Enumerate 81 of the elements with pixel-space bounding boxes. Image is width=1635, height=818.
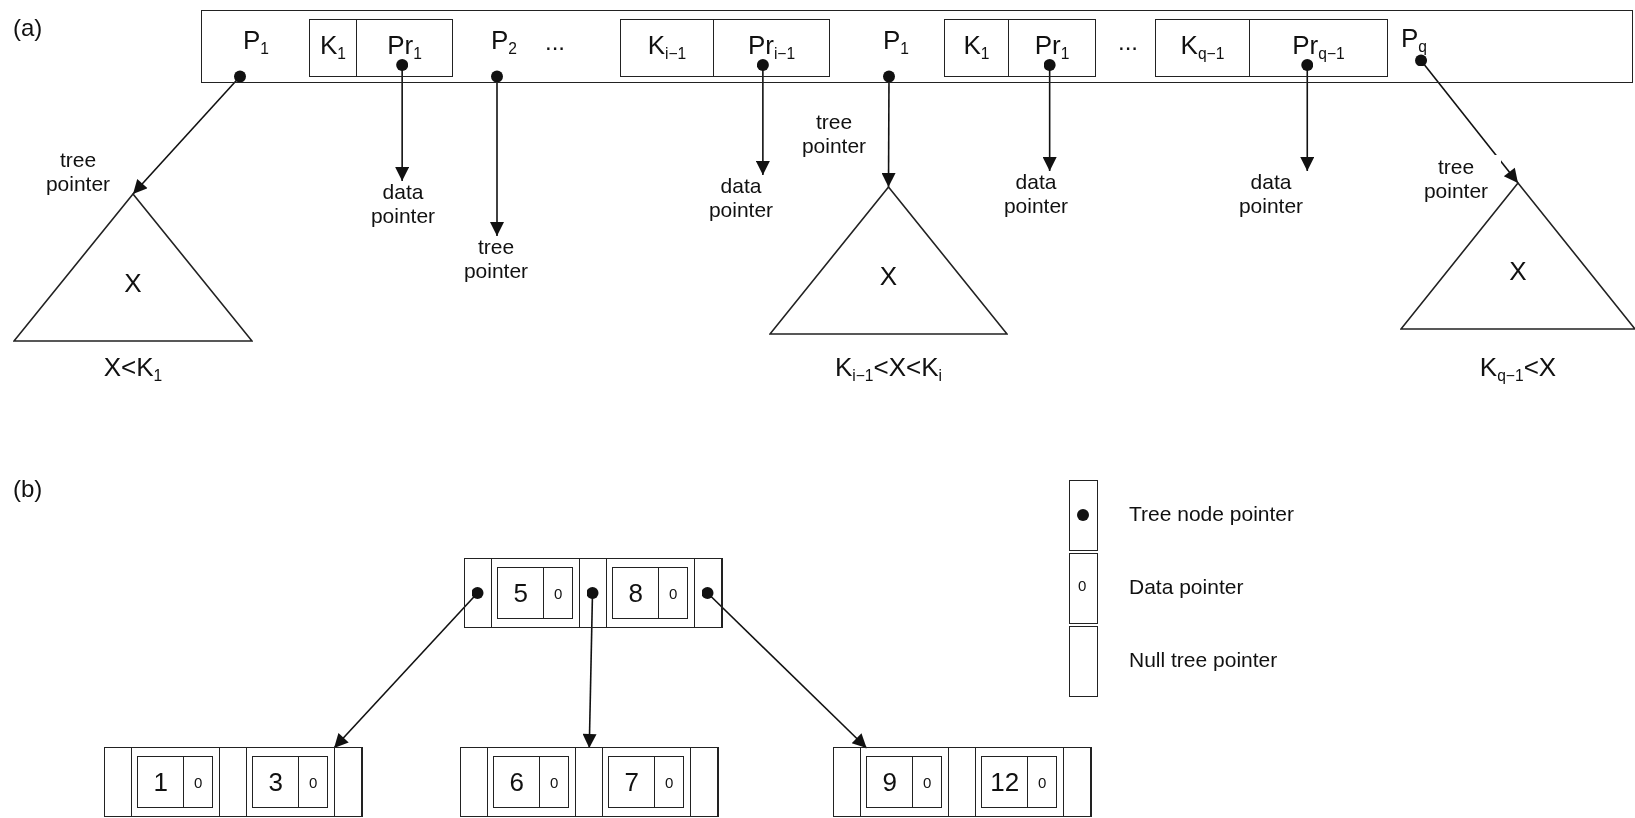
pointer-caption: data pointer: [991, 170, 1081, 218]
pointer-caption: data pointer: [696, 174, 786, 222]
variable-label: X: [879, 260, 898, 292]
arrow: [881, 70, 896, 188]
key-data-pair: [493, 756, 569, 808]
field-cell: Pr$_{i−1}$: [713, 19, 830, 77]
key-value: 1: [152, 765, 169, 799]
pointer-cell: [218, 748, 247, 816]
data-pointer-mark: 0: [654, 757, 683, 807]
data-pointer-mark: 0: [543, 568, 572, 618]
record-box: [201, 10, 1633, 83]
arrow: [755, 59, 770, 176]
data-pointer-mark: 0: [1027, 757, 1056, 807]
ellipsis: ...: [1118, 28, 1138, 56]
variable-label: X: [124, 267, 142, 299]
tree-node-box: [460, 747, 719, 817]
arrow: [582, 587, 599, 749]
pointer-cell: [693, 559, 722, 627]
panel-label: (a): [13, 14, 43, 42]
panel-label: (b): [13, 475, 43, 503]
key-value: 3: [267, 765, 284, 799]
legend-text: Null tree pointer: [1129, 648, 1278, 672]
range-caption: K$_{i−1}$<X<K$_{i}$: [834, 352, 943, 386]
pointer-label: P$_{q}$: [1401, 23, 1428, 63]
field-cell: K$_{1}$: [944, 19, 1009, 77]
range-caption: K$_{q−1}$<X: [1479, 352, 1557, 386]
pointer-caption: data pointer: [1226, 170, 1316, 218]
data-pointer-mark: 0: [658, 568, 687, 618]
data-pointer-mark: 0: [539, 757, 568, 807]
field-cell: Pr$_{1}$: [356, 19, 453, 77]
data-pointer-mark: 0: [912, 757, 941, 807]
pointer-cell: [578, 559, 607, 627]
pointer-caption: tree pointer: [451, 235, 541, 283]
key-value: 8: [627, 576, 644, 610]
pointer-cell: [333, 748, 362, 816]
ellipsis: ...: [545, 28, 565, 56]
pointer-cell: [947, 748, 976, 816]
pointer-cell: [574, 748, 603, 816]
pointer-label: P$_{1}$: [243, 25, 270, 65]
key-data-pair: [137, 756, 213, 808]
tree-node-box: [464, 558, 723, 628]
arrow: [333, 587, 484, 749]
field-cell: K$_{1}$: [309, 19, 357, 77]
key-value: 7: [623, 765, 640, 799]
key-value: 12: [989, 765, 1021, 799]
field-cell: Pr$_{q−1}$: [1249, 19, 1388, 77]
arrow: [490, 70, 504, 237]
arrow: [1300, 59, 1315, 172]
key-data-pair: [497, 567, 573, 619]
key-data-pair: [608, 756, 684, 808]
key-data-pair: [981, 756, 1057, 808]
data-pointer-mark: 0: [183, 757, 212, 807]
data-pointer-mark: 0: [298, 757, 327, 807]
arrow: [1042, 59, 1057, 172]
pointer-caption: data pointer: [358, 180, 448, 228]
data-pointer-mark: 0: [1078, 577, 1087, 594]
field-cell: Pr$_{1}$: [1008, 19, 1096, 77]
legend-text: Data pointer: [1129, 575, 1244, 599]
key-data-pair: [866, 756, 942, 808]
field-cell: K$_{q−1}$: [1155, 19, 1250, 77]
subtree-triangle: [13, 193, 253, 342]
pointer-label: P$_{1}$: [883, 25, 910, 65]
key-data-pair: [252, 756, 328, 808]
tree-node-box: [833, 747, 1092, 817]
pointer-cell: [1062, 748, 1091, 816]
legend-text: Tree node pointer: [1129, 502, 1294, 526]
key-data-pair: [612, 567, 688, 619]
key-value: 5: [512, 576, 529, 610]
field-cell: K$_{i−1}$: [620, 19, 714, 77]
tree-node-box: [104, 747, 363, 817]
arrow: [132, 70, 246, 195]
pointer-cell: [689, 748, 718, 816]
variable-label: X: [1509, 256, 1527, 287]
pointer-label: P$_{2}$: [491, 25, 518, 65]
subtree-triangle: [1400, 182, 1635, 330]
arrow: [395, 59, 410, 182]
key-value: 9: [881, 765, 898, 799]
arrow: [701, 587, 868, 749]
arrow: [1415, 54, 1519, 184]
range-caption: X<K$_{1}$: [103, 352, 163, 386]
key-value: 6: [508, 765, 525, 799]
